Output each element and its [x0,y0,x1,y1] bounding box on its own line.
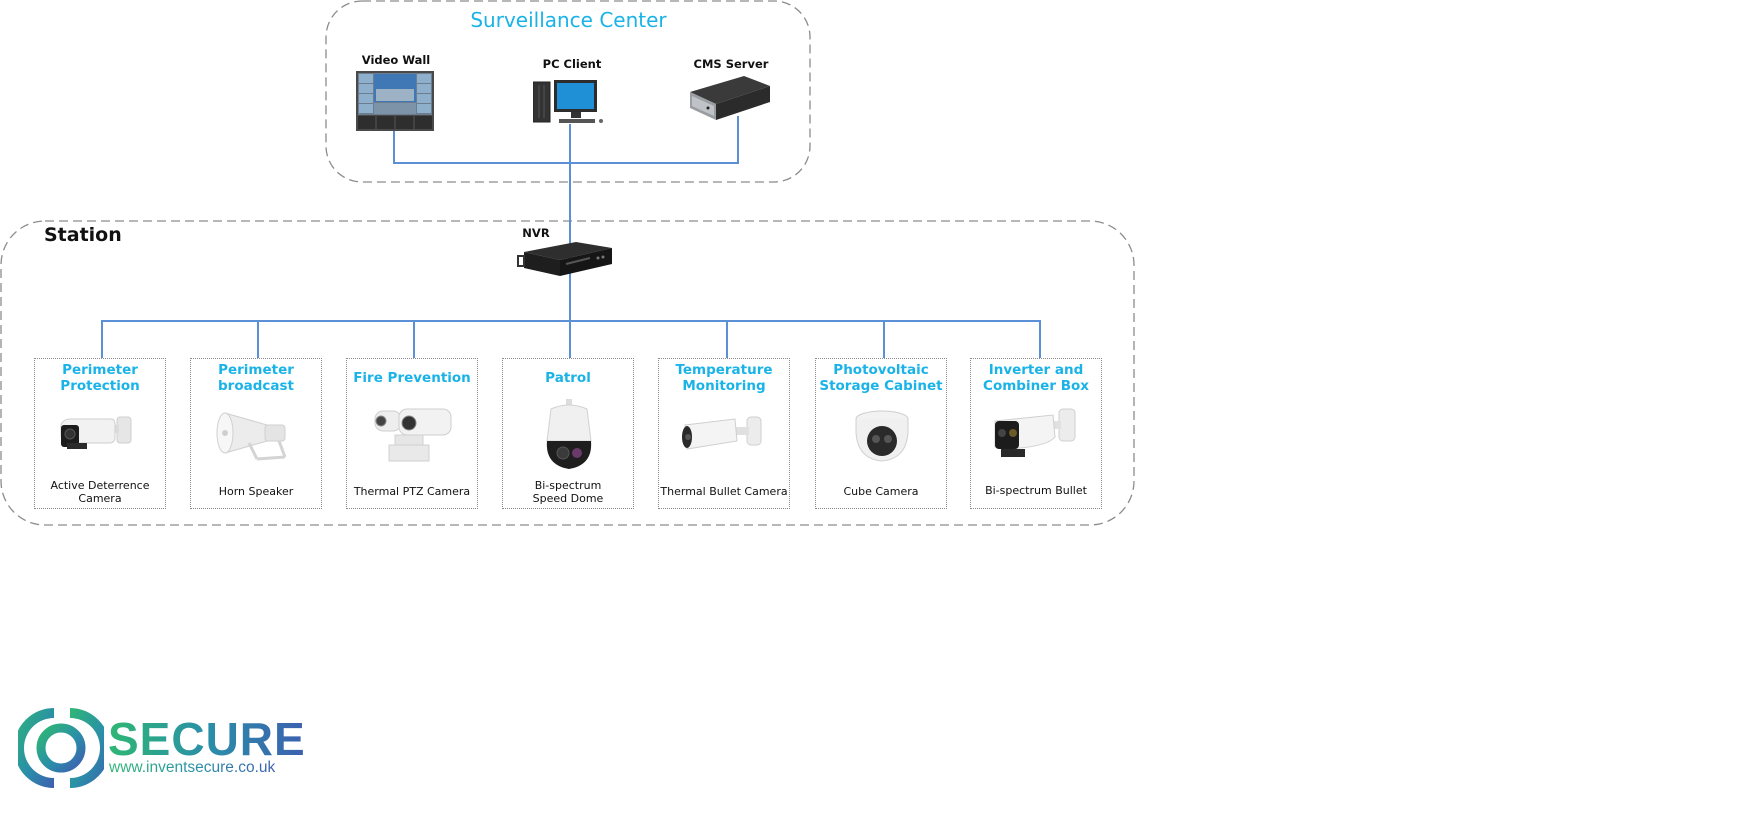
card-title: Perimeter Protection [35,362,165,394]
station-title: Station [44,224,122,246]
cube-camera-icon [855,410,909,462]
cms-server-icon [690,76,770,120]
card-perimeter-broadcast[interactable]: Perimeter broadcast Horn Speaker [190,358,322,509]
video-wall-label: Video Wall [361,53,431,67]
card-fire-prevention[interactable]: Fire Prevention Thermal PTZ Camera [346,358,478,509]
card-title-text: Patrol [545,370,591,386]
card-caption-text: Thermal PTZ Camera [353,485,471,498]
card-caption: Cube Camera [816,485,946,498]
card-title-text: Temperature Monitoring [675,362,773,394]
card-caption: Bi-spectrum Bullet [971,484,1101,497]
card-caption: Horn Speaker [191,485,321,498]
thermal-ptz-camera-icon [374,408,452,462]
video-wall-icon [356,71,434,131]
card-caption: Bi-spectrum Speed Dome [503,479,633,505]
card-photovoltaic-storage-cabinet[interactable]: Photovoltaic Storage Cabinet Cube Camera [815,358,947,509]
card-title: Inverter and Combiner Box [971,362,1101,394]
card-caption-text: Cube Camera [843,485,919,498]
card-inverter-combiner-box[interactable]: Inverter and Combiner Box Bi-spectrum Bu… [970,358,1102,509]
nvr-label: NVR [522,226,550,240]
card-title: Fire Prevention [347,370,477,386]
card-caption-text: Bi-spectrum Speed Dome [532,479,604,505]
card-title-text: Inverter and Combiner Box [983,362,1089,394]
pc-client-label: PC Client [542,57,602,71]
card-caption-text: Bi-spectrum Bullet [985,484,1087,497]
speed-dome-icon [546,399,592,469]
card-title: Temperature Monitoring [659,362,789,394]
surveillance-center-title: Surveillance Center [470,8,667,32]
card-caption: Thermal Bullet Camera [659,485,789,498]
logo-wordmark: SECURE [108,713,306,765]
cms-server-label: CMS Server [693,57,769,71]
active-deterrence-camera-icon [60,416,132,449]
secure-logo-icon [18,708,104,788]
thermal-bullet-camera-icon [682,416,762,450]
pc-client-icon [533,80,603,123]
card-caption-text: Active Deterrence Camera [50,479,150,505]
card-caption: Thermal PTZ Camera [347,485,477,498]
card-title-text: Fire Prevention [353,370,471,386]
card-patrol[interactable]: Patrol Bi-spectrum Speed Dome [502,358,634,509]
card-caption-text: Horn Speaker [218,485,294,498]
card-title-text: Photovoltaic Storage Cabinet [819,362,943,394]
card-caption: Active Deterrence Camera [35,479,165,505]
card-caption-text: Thermal Bullet Camera [660,485,788,498]
horn-speaker-icon [216,412,287,461]
card-title: Photovoltaic Storage Cabinet [816,362,946,394]
nvr-icon [517,242,612,276]
bispectrum-bullet-icon [994,408,1076,457]
logo-url: www.inventsecure.co.uk [109,759,276,776]
card-title: Patrol [503,370,633,386]
card-title-text: Perimeter broadcast [218,362,294,394]
card-title: Perimeter broadcast [191,362,321,394]
card-perimeter-protection[interactable]: Perimeter Protection Active Deterrence C… [34,358,166,509]
card-temperature-monitoring[interactable]: Temperature Monitoring Thermal Bullet Ca… [658,358,790,509]
card-title-text: Perimeter Protection [60,362,140,394]
